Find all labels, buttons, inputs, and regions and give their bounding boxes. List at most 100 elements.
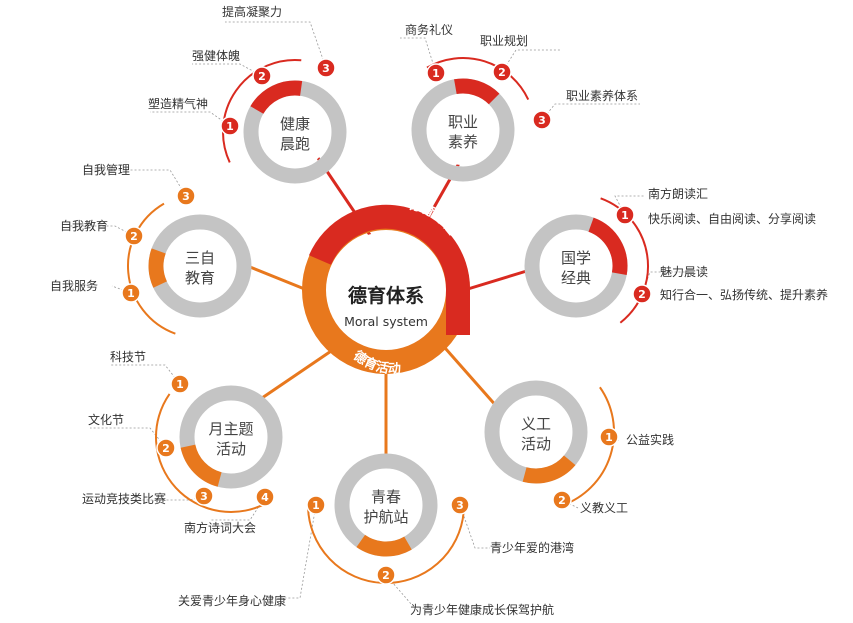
badge-number: 1 <box>226 120 234 133</box>
badge-circle <box>599 427 619 447</box>
badge-circle <box>156 438 176 458</box>
number-badge: 3 <box>316 58 336 78</box>
badge-circle <box>306 495 326 515</box>
node-title-volunteer-line2: 活动 <box>521 435 551 453</box>
badge-circle <box>220 116 240 136</box>
number-badge: 3 <box>176 186 196 206</box>
badge-circle <box>492 62 512 82</box>
badge-circle <box>426 63 446 83</box>
hub-title: 德育体系 <box>348 284 424 307</box>
item-labels: 塑造精气神 强健体魄 提高凝聚力 商务礼仪 职业规划 职业素养体系 南方朗读汇 … <box>50 4 828 617</box>
label-monthly-4: 南方诗词大会 <box>184 520 256 535</box>
badge-circle <box>121 283 141 303</box>
badge-number: 1 <box>621 209 629 222</box>
outer-arc-volunteer <box>562 386 615 507</box>
node-career: 职业素养 <box>411 78 515 182</box>
node-ring-monthly <box>179 385 283 489</box>
badge-circle <box>176 186 196 206</box>
badge-number: 1 <box>176 378 184 391</box>
number-badge: 4 <box>255 487 275 507</box>
label-career-1: 商务礼仪 <box>405 22 453 37</box>
number-badge: 1 <box>426 63 446 83</box>
label-youth-3: 青少年爱的港湾 <box>490 540 574 555</box>
badge-number: 3 <box>322 62 330 75</box>
node-title-three-line1: 三自 <box>185 249 215 267</box>
node-title-youth-line1: 青春 <box>371 488 401 506</box>
badge-circle <box>252 66 272 86</box>
badge-circle <box>170 374 190 394</box>
node-accent-monthly <box>180 444 222 487</box>
badge-number: 1 <box>127 287 135 300</box>
badge-number: 3 <box>456 499 464 512</box>
number-badge: 3 <box>450 495 470 515</box>
node-center-volunteer <box>501 397 571 467</box>
node-accent-career <box>454 78 500 105</box>
badge-number: 1 <box>312 499 320 512</box>
badge-number: 3 <box>200 490 208 503</box>
outer-arc-health <box>222 59 302 163</box>
number-badge: 2 <box>124 226 144 246</box>
number-badge: 2 <box>376 565 396 585</box>
badge-number: 2 <box>638 288 646 301</box>
number-badge: 1 <box>220 116 240 136</box>
node-accent-guoxue <box>588 217 628 275</box>
label-guoxue-2: 魅力晨读 <box>660 264 708 279</box>
badge-circle <box>615 205 635 225</box>
badge-number: 4 <box>261 491 269 504</box>
node-title-health-line2: 晨跑 <box>280 135 310 153</box>
badge-circle <box>316 58 336 78</box>
hub-inner <box>328 232 444 348</box>
badge-number: 2 <box>130 230 138 243</box>
node-title-guoxue-line2: 经典 <box>561 269 591 287</box>
label-guoxue-1: 南方朗读汇 <box>648 186 708 201</box>
label-monthly-2: 文化节 <box>88 412 124 427</box>
label-career-3: 职业素养体系 <box>566 88 638 103</box>
node-center-monthly <box>196 402 266 472</box>
badge-circle <box>194 486 214 506</box>
badge-circle <box>532 110 552 130</box>
number-badge: 2 <box>156 438 176 458</box>
connector-volunteer <box>436 339 500 409</box>
outer-arc-monthly <box>155 393 269 513</box>
badge-circle <box>124 226 144 246</box>
number-badge: 1 <box>121 283 141 303</box>
badge-circle <box>632 284 652 304</box>
number-badge: 2 <box>632 284 652 304</box>
label-three-3: 自我管理 <box>82 162 130 177</box>
central-hub: 德育课程 德育活动 德育体系 Moral system <box>302 197 471 377</box>
node-title-three-line2: 教育 <box>185 269 215 287</box>
hub-subtitle: Moral system <box>344 314 428 329</box>
number-badge: 1 <box>170 374 190 394</box>
node-title-health-line1: 健康 <box>280 115 310 133</box>
badge-number: 3 <box>538 114 546 127</box>
label-career-2: 职业规划 <box>480 33 528 48</box>
connector-three <box>249 265 313 294</box>
outer-arc-three <box>127 202 176 335</box>
badge-number: 3 <box>182 190 190 203</box>
number-badge: 2 <box>552 490 572 510</box>
node-title-volunteer-line1: 义工 <box>521 415 551 433</box>
label-guoxue-2-desc: 知行合一、弘扬传统、提升素养 <box>660 287 828 302</box>
label-monthly-3: 运动竞技类比赛 <box>82 491 166 506</box>
badge-circle <box>376 565 396 585</box>
label-three-1: 自我服务 <box>50 278 98 293</box>
label-guoxue-1-desc: 快乐阅读、自由阅读、分享阅读 <box>648 211 816 226</box>
badge-number: 2 <box>558 494 566 507</box>
label-monthly-1: 科技节 <box>110 350 146 364</box>
number-badge: 3 <box>194 486 214 506</box>
label-health-1: 塑造精气神 <box>148 96 208 111</box>
node-title-youth-line2: 护航站 <box>363 508 408 526</box>
node-accent-three <box>148 248 168 288</box>
node-title-guoxue-line1: 国学 <box>561 249 591 267</box>
label-volunteer-1: 公益实践 <box>626 432 674 447</box>
badge-circle <box>552 490 572 510</box>
label-youth-2: 为青少年健康成长保驾护航 <box>410 602 554 617</box>
